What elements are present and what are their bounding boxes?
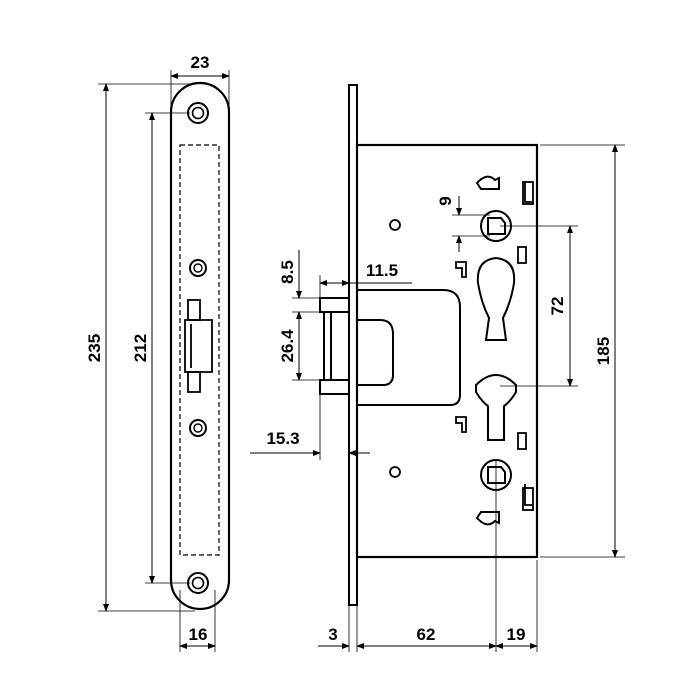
dim-faceplate-thickness: 3 bbox=[328, 625, 337, 644]
dim-latch-offset: 15.3 bbox=[266, 429, 299, 448]
mounting-hole-upper bbox=[389, 219, 401, 231]
screw-hole-upper bbox=[189, 259, 207, 277]
forend-plate bbox=[348, 84, 358, 606]
dim-case-height: 185 bbox=[594, 337, 613, 365]
dimension-labels: 23 235 212 16 3 62 19 185 72 9 11.5 8.5 … bbox=[85, 53, 613, 644]
dim-backset: 62 bbox=[417, 625, 436, 644]
screw-hole-bottom bbox=[187, 572, 209, 594]
screw-hole-lower bbox=[189, 419, 207, 437]
faceplate-outline bbox=[169, 81, 231, 611]
dim-follower-size: 9 bbox=[436, 196, 455, 205]
dim-cylinder-offset: 19 bbox=[507, 625, 526, 644]
faceplate-dashed-recess bbox=[179, 144, 220, 556]
dim-latch-height: 26.4 bbox=[278, 329, 297, 363]
latch-opening bbox=[184, 299, 213, 393]
dim-screw-spacing: 212 bbox=[131, 334, 150, 362]
faceplate-front-view bbox=[169, 81, 231, 611]
cylinder-profile-hole bbox=[475, 256, 517, 441]
lower-follower bbox=[475, 459, 512, 526]
mounting-hole-lower bbox=[389, 466, 401, 478]
dim-latch-top: 8.5 bbox=[278, 260, 297, 284]
case-slots bbox=[455, 181, 534, 511]
dim-faceplate-width: 23 bbox=[191, 53, 210, 72]
lock-body-side-view bbox=[319, 84, 539, 606]
dimension-lines bbox=[98, 70, 625, 652]
handle-follower bbox=[475, 175, 512, 242]
latch-bolt bbox=[319, 289, 461, 406]
dim-faceplate-length: 235 bbox=[85, 334, 104, 362]
dim-handle-cylinder-distance: 72 bbox=[548, 297, 567, 316]
dim-latch-projection: 11.5 bbox=[366, 261, 398, 280]
screw-hole-top bbox=[187, 102, 209, 124]
dim-faceplate-bottom-width: 16 bbox=[189, 625, 208, 644]
lock-case bbox=[355, 143, 539, 559]
